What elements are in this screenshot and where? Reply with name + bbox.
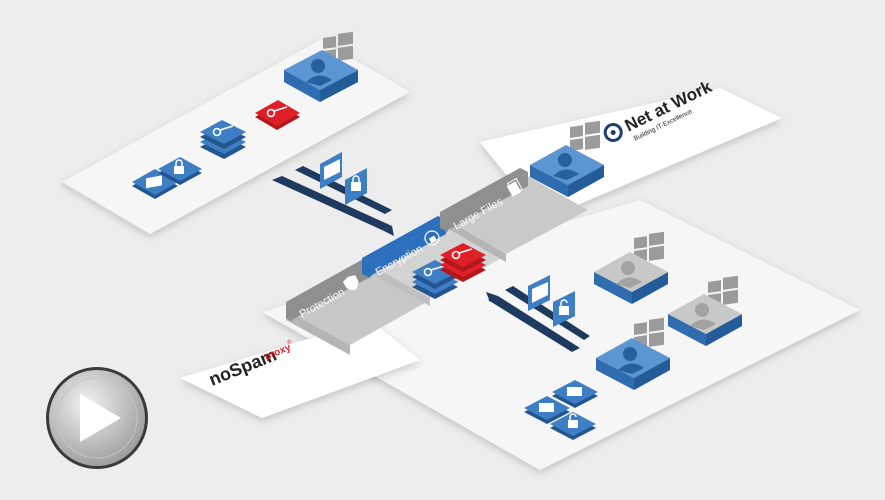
play-icon xyxy=(80,394,121,442)
envelope-icon xyxy=(524,396,570,424)
envelope-icon xyxy=(132,169,178,199)
product-banner xyxy=(180,320,420,418)
product-registered-mark: ® xyxy=(286,338,293,346)
user-icon-inactive xyxy=(668,294,742,346)
target-logo-icon xyxy=(603,122,623,142)
shield-icon xyxy=(342,275,359,290)
user-icon xyxy=(530,145,604,197)
user-icon xyxy=(284,50,358,102)
envelope-icon xyxy=(552,380,598,408)
play-button[interactable] xyxy=(46,367,148,469)
arrow-inbound xyxy=(272,166,394,236)
file-icon xyxy=(506,177,523,197)
user-icon-inactive xyxy=(594,252,668,304)
lock-icon xyxy=(345,168,367,205)
lock-icon xyxy=(158,157,202,185)
user-icon xyxy=(596,338,670,390)
envelope-icon xyxy=(320,152,342,189)
envelope-icon xyxy=(528,275,550,311)
unlock-icon xyxy=(553,291,575,327)
key-icon xyxy=(255,100,300,130)
unlock-icon xyxy=(550,412,596,440)
key-stack-icon xyxy=(200,120,246,159)
arrow-outbound xyxy=(486,286,590,352)
key-stack-icon xyxy=(440,243,486,282)
recipient-platform xyxy=(262,200,860,470)
lock-icon xyxy=(424,230,440,246)
